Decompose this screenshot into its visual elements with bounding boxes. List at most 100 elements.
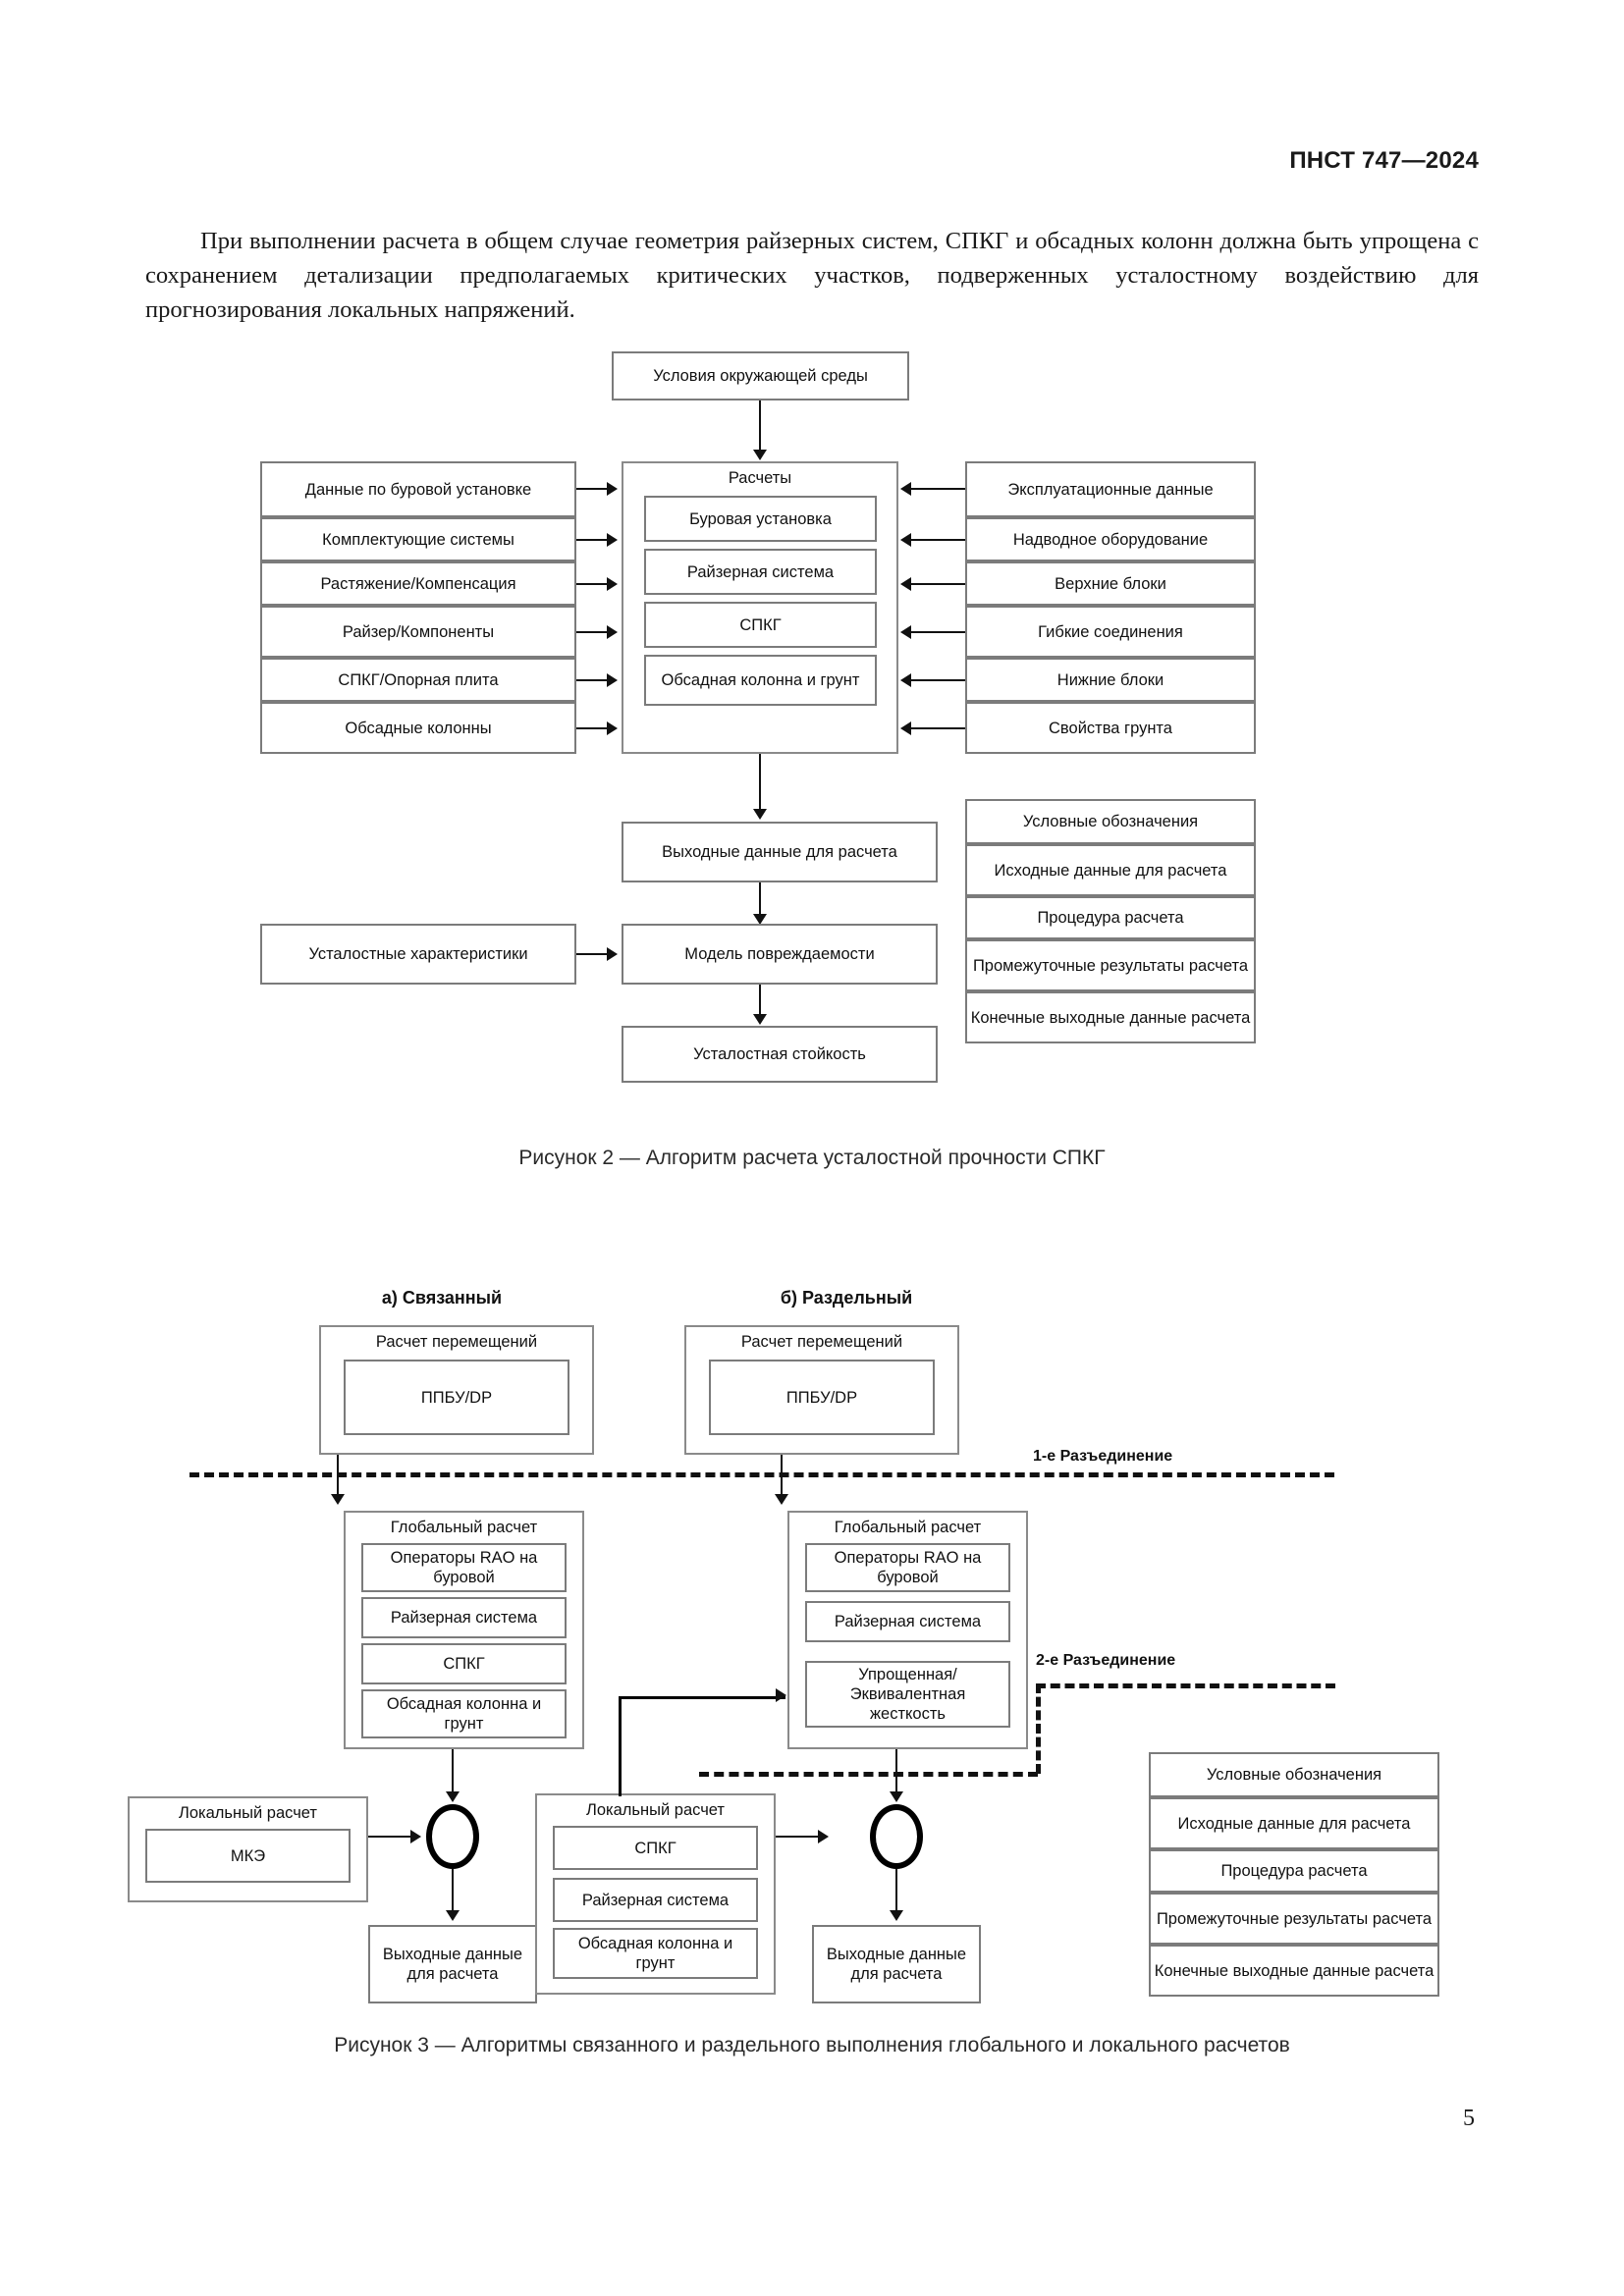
- fig2-right-arrow-line-0: [911, 488, 965, 490]
- fig3b-local-arrow-line: [776, 1836, 820, 1838]
- fig2-arrowhead-output: [753, 809, 767, 820]
- fig2-legend-title: Условные обозначения: [965, 799, 1256, 844]
- fig3b-connector-global-to-node: [895, 1749, 897, 1797]
- fig3-column-b-label: б) Раздельный: [780, 1288, 913, 1308]
- fig3a-arrowhead-node: [446, 1791, 460, 1802]
- fig2-left-arrowhead-2: [607, 577, 618, 591]
- fig2-left-arrowhead-1: [607, 533, 618, 547]
- fig2-left-input-5: Обсадные колонны: [260, 702, 576, 754]
- fig3a-connector-global-to-node: [452, 1749, 454, 1797]
- fig3b-output-box: Выходные данные для расчета: [812, 1925, 981, 2003]
- fig2-right-input-4: Нижние блоки: [965, 658, 1256, 702]
- fig3-separator1-label: 1-е Разъединение: [1033, 1448, 1173, 1465]
- fig3b-global-item-0: Операторы RAO на буровой: [805, 1543, 1010, 1592]
- fig2-arrowhead-damage: [753, 914, 767, 925]
- fig2-left-arrow-line-3: [576, 631, 609, 633]
- fig3a-displacement-title: Расчет перемещений: [375, 1333, 538, 1351]
- fig2-arrowhead-result: [753, 1014, 767, 1025]
- fig2-center-item-2: СПКГ: [644, 602, 877, 648]
- fig2-calculations-title: Расчеты: [728, 469, 792, 487]
- fig3a-connector-disp-to-global: [337, 1455, 339, 1500]
- fig2-right-arrowhead-3: [900, 625, 911, 639]
- fig3-separator2-line-vertical: [1036, 1683, 1041, 1774]
- fig2-left-arrow-line-2: [576, 583, 609, 585]
- fig3a-global-item-3: Обсадная колонна и грунт: [361, 1689, 567, 1738]
- fig2-center-item-1: Райзерная система: [644, 549, 877, 595]
- fig2-left-arrowhead-4: [607, 673, 618, 687]
- fig2-fatigue-arrow-line: [576, 953, 609, 955]
- fig2-connector-damage-to-result: [759, 985, 761, 1020]
- fig2-left-arrowhead-0: [607, 482, 618, 496]
- fig3a-global-item-1: Райзерная система: [361, 1597, 567, 1638]
- fig3-separator1-line: [189, 1472, 1334, 1477]
- fig3a-arrowhead-output: [446, 1910, 460, 1921]
- fig3a-local-item-mke: МКЭ: [145, 1829, 351, 1883]
- fig2-arrowhead-env: [753, 450, 767, 460]
- fig3b-displacement-item: ППБУ/DP: [709, 1360, 935, 1435]
- fig3b-global-item-1: Райзерная система: [805, 1601, 1010, 1642]
- fig2-fatigue-arrowhead: [607, 947, 618, 961]
- fig3b-feedback-vertical: [619, 1696, 622, 1796]
- fig3b-global-item-2: Упрощенная/ Эквивалентная жесткость: [805, 1661, 1010, 1728]
- fig3-column-a-label: а) Связанный: [381, 1288, 503, 1308]
- fig3b-junction-node: [870, 1804, 923, 1869]
- fig3-separator2-line-top: [1036, 1683, 1335, 1688]
- body-paragraph: При выполнении расчета в общем случае ге…: [145, 228, 1479, 323]
- fig2-right-arrow-line-1: [911, 539, 965, 541]
- figure-3-diagram: а) Связанный б) Раздельный Расчет переме…: [0, 1266, 1624, 2042]
- fig2-connector-env-to-calc: [759, 400, 761, 455]
- fig2-connector-calc-to-output: [759, 754, 761, 815]
- fig3a-global-item-2: СПКГ: [361, 1643, 567, 1684]
- fig3a-arrowhead-global: [331, 1494, 345, 1505]
- fig2-left-arrow-line-1: [576, 539, 609, 541]
- fig3-separator2-line-bottom: [699, 1772, 1038, 1777]
- fig2-right-arrow-line-5: [911, 727, 965, 729]
- figure-2-diagram: Условия окружающей среды Данные по буров…: [0, 348, 1624, 1134]
- fig3-legend-item-0: Исходные данные для расчета: [1149, 1797, 1439, 1849]
- fig3-separator2-label: 2-е Разъединение: [1036, 1652, 1176, 1669]
- fig2-legend-item-1: Процедура расчета: [965, 896, 1256, 939]
- fig2-right-arrow-line-4: [911, 679, 965, 681]
- fig2-connector-output-to-damage: [759, 882, 761, 920]
- fig3b-arrowhead-output: [890, 1910, 903, 1921]
- fig2-right-input-1: Надводное оборудование: [965, 517, 1256, 561]
- page-header-standard-id: ПНСТ 747—2024: [1289, 147, 1479, 174]
- fig2-output-box: Выходные данные для расчета: [622, 822, 938, 882]
- fig2-environment-box: Условия окружающей среды: [612, 351, 909, 400]
- fig2-right-input-3: Гибкие соединения: [965, 606, 1256, 658]
- fig2-damage-model-box: Модель повреждаемости: [622, 924, 938, 985]
- figure-2-caption: Рисунок 2 — Алгоритм расчета усталостной…: [518, 1147, 1106, 1169]
- fig3b-global-title: Глобальный расчет: [834, 1519, 982, 1536]
- fig2-right-input-0: Эксплуатационные данные: [965, 461, 1256, 517]
- fig3a-junction-node: [426, 1804, 479, 1869]
- fig2-left-arrowhead-5: [607, 721, 618, 735]
- fig2-center-item-3: Обсадная колонна и грунт: [644, 655, 877, 706]
- fig3b-displacement-title: Расчет перемещений: [740, 1333, 903, 1351]
- fig2-center-item-0: Буровая установка: [644, 496, 877, 542]
- fig2-right-arrow-line-3: [911, 631, 965, 633]
- fig3a-global-title: Глобальный расчет: [390, 1519, 538, 1536]
- fig2-left-input-0: Данные по буровой установке: [260, 461, 576, 517]
- fig2-left-input-1: Комплектующие системы: [260, 517, 576, 561]
- fig2-legend-item-2: Промежуточные результаты расчета: [965, 939, 1256, 991]
- fig2-left-input-4: СПКГ/Опорная плита: [260, 658, 576, 702]
- fig2-fatigue-resistance-box: Усталостная стойкость: [622, 1026, 938, 1083]
- fig2-right-input-5: Свойства грунта: [965, 702, 1256, 754]
- fig3a-local-title: Локальный расчет: [179, 1804, 317, 1822]
- fig2-legend-item-0: Исходные данные для расчета: [965, 844, 1256, 896]
- fig2-right-input-2: Верхние блоки: [965, 561, 1256, 606]
- fig3a-displacement-item: ППБУ/DP: [344, 1360, 569, 1435]
- fig3-legend-item-2: Промежуточные результаты расчета: [1149, 1893, 1439, 1945]
- fig3b-connector-node-to-output: [895, 1869, 897, 1916]
- fig2-fatigue-characteristics-box: Усталостные характеристики: [260, 924, 576, 985]
- fig2-right-arrow-line-2: [911, 583, 965, 585]
- fig3a-local-arrow-line: [368, 1836, 412, 1838]
- fig3b-arrowhead-node: [890, 1791, 903, 1802]
- fig2-left-arrow-line-0: [576, 488, 609, 490]
- fig2-left-input-2: Растяжение/Компенсация: [260, 561, 576, 606]
- fig3a-output-box: Выходные данные для расчета: [368, 1925, 537, 2003]
- fig3a-local-arrowhead: [410, 1830, 421, 1843]
- fig2-left-arrowhead-3: [607, 625, 618, 639]
- fig2-right-arrowhead-1: [900, 533, 911, 547]
